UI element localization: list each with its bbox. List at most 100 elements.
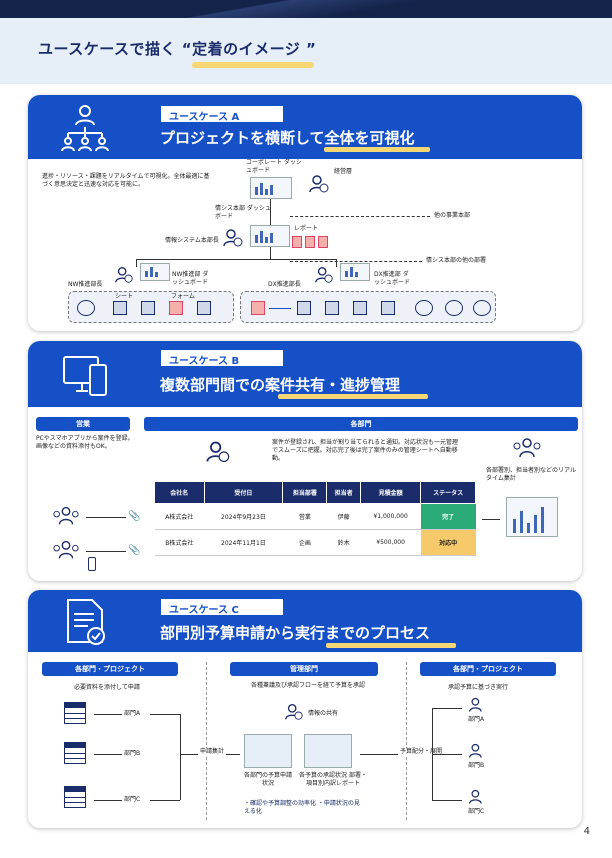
- dept-b-label: 部門B: [124, 750, 141, 757]
- col-header: 担当者: [326, 481, 361, 504]
- attachment-icon: 📎: [128, 511, 141, 522]
- cases-table: 会社名 受付日 担当部署 担当者 見積金額 ステータス A株式会社 2024年9…: [154, 481, 476, 556]
- arrow: [86, 517, 126, 518]
- hierarchy-icon: [61, 105, 109, 152]
- sheet-icon: [381, 301, 395, 315]
- top-bar: [0, 0, 612, 18]
- form-icon: [169, 301, 183, 315]
- usecase-a-desc: 進捗・リソース・課題をリアルタイムで可視化。全体最適に基づく意思決定と迅速な対応…: [42, 173, 210, 188]
- usecase-c-tag: ユースケース C: [160, 598, 284, 616]
- dx-head-icon: [315, 267, 333, 283]
- dept-a-label: 部門A: [468, 716, 485, 723]
- realtime-desc: 各部署別、担当者別などのリアルタイム集計: [486, 467, 576, 482]
- mid-header: 管理部門: [230, 662, 378, 676]
- person-icon: [469, 789, 482, 804]
- connector: [136, 259, 137, 267]
- dx-head-label: DX推進部長: [268, 281, 301, 288]
- dept-c-label: 部門C: [468, 808, 485, 815]
- table-cell: 営業: [282, 503, 327, 530]
- team-icon: [473, 300, 491, 316]
- form-label: フォーム: [171, 293, 195, 300]
- team-icon: [513, 438, 541, 458]
- mid-sub: 各種稟議及び承認フローを経て予算を承認: [250, 682, 365, 689]
- sheet-icon: [197, 301, 211, 315]
- table-cell: A株式会社: [154, 503, 205, 530]
- dept-c-label: 部門C: [124, 796, 141, 803]
- page-number: 4: [583, 826, 590, 837]
- connector: [180, 714, 181, 800]
- dx-team-box: [240, 291, 496, 323]
- nw-team-box: シート フォーム: [68, 291, 234, 323]
- status-inprogress: 対応中: [420, 529, 476, 556]
- usecase-a-tag: ユースケース A: [160, 105, 284, 123]
- nw-dash-label: NW推進部 ダッシュボード: [172, 271, 209, 286]
- table-cell: 伊藤: [326, 503, 361, 530]
- sheet-icon: [141, 301, 155, 315]
- usecase-b-highlight: [278, 394, 428, 399]
- connector: [336, 259, 337, 267]
- table-cell: 鈴木: [326, 529, 361, 556]
- person-clock-icon: [206, 441, 230, 463]
- right-sub: 承認予算に基づき実行: [448, 684, 509, 691]
- col-header: 受付日: [203, 481, 284, 504]
- title-underline: [192, 62, 314, 68]
- right-header: 各部門・プロジェクト: [420, 662, 556, 676]
- report-icon: [305, 236, 315, 248]
- team-icon: [77, 300, 95, 316]
- col-header: 担当部署: [282, 481, 328, 504]
- budget-sheet-label: 各部門の予算申請状況: [243, 772, 292, 787]
- arrow: [86, 551, 126, 552]
- col-header: 会社名: [154, 481, 205, 504]
- arrow: [94, 754, 122, 755]
- team-icon: [53, 540, 79, 559]
- allocate-label: 予算配分・展開: [398, 748, 445, 756]
- report-icon: [292, 236, 302, 248]
- divider: [206, 662, 207, 820]
- dashed-connector: [290, 216, 430, 217]
- table-cell: 企画: [282, 529, 327, 556]
- col-header: 見積金額: [359, 481, 422, 504]
- depts-label: 各部門: [144, 417, 578, 431]
- arrow: [482, 519, 500, 520]
- dept-a-label: 部門A: [124, 710, 141, 717]
- team-icon: [53, 506, 79, 525]
- dept-b-label: 部門B: [468, 762, 485, 769]
- budget-sheet-icon: [244, 734, 292, 768]
- budget-report-icon: [304, 734, 352, 768]
- notes: ・確認や予算調整の効率化 ・申請状況の見える化: [244, 800, 360, 815]
- nw-head-icon: [115, 267, 133, 283]
- team-icon: [445, 300, 463, 316]
- depts-desc: 案件が登録され、担当が割り当てられると通知。対応状況も一元管理でスムーズに把握。…: [272, 439, 459, 462]
- table-cell: ¥500,000: [360, 529, 421, 556]
- person-icon: [469, 697, 482, 712]
- sheet-icon: [353, 301, 367, 315]
- connector: [136, 259, 336, 260]
- table-row: B株式会社 2024年11月1日 企画 鈴木 ¥500,000 対応中: [154, 529, 476, 556]
- usecase-c-card: ユースケース C 部門別予算申請から実行までのプロセス 各部門・プロジェクト 管…: [28, 590, 582, 828]
- table-row: A株式会社 2024年9月23日 営業 伊藤 ¥1,000,000 完了: [154, 503, 476, 530]
- table-cell: 2024年11月1日: [204, 529, 283, 556]
- left-header: 各部門・プロジェクト: [42, 662, 178, 676]
- sales-label: 営業: [36, 417, 130, 431]
- info-sys-dash-label: 情シス本部 ダッシュボード: [215, 205, 271, 220]
- phone-icon: [88, 557, 96, 571]
- nw-head-label: NW推進部長: [68, 281, 103, 288]
- arrow: [432, 708, 462, 709]
- executive-label: 経営層: [334, 168, 353, 175]
- dashed-connector: [290, 261, 422, 262]
- page-title: ユースケースで描く “定着のイメージ ”: [38, 40, 317, 58]
- corp-dash-label: コーポレート ダッシュボード: [246, 159, 302, 174]
- arrow: [94, 714, 122, 715]
- spreadsheet-icon: [64, 786, 86, 808]
- connector: [360, 754, 432, 755]
- usecase-a-band: [28, 95, 582, 159]
- usecase-b-tag: ユースケース B: [160, 349, 284, 367]
- usecase-c-band: [28, 590, 582, 652]
- dx-dashboard-screen: [340, 263, 370, 281]
- person-clock-icon: [285, 704, 303, 720]
- usecase-c-title: 部門別予算申請から実行までのプロセス: [160, 624, 431, 642]
- arrow: [432, 754, 462, 755]
- usecase-a-card: ユースケース A プロジェクトを横断して全体を可視化 進捗・リソース・課題をリア…: [28, 95, 582, 331]
- person-clock-icon: [223, 229, 243, 247]
- connector: [150, 714, 180, 715]
